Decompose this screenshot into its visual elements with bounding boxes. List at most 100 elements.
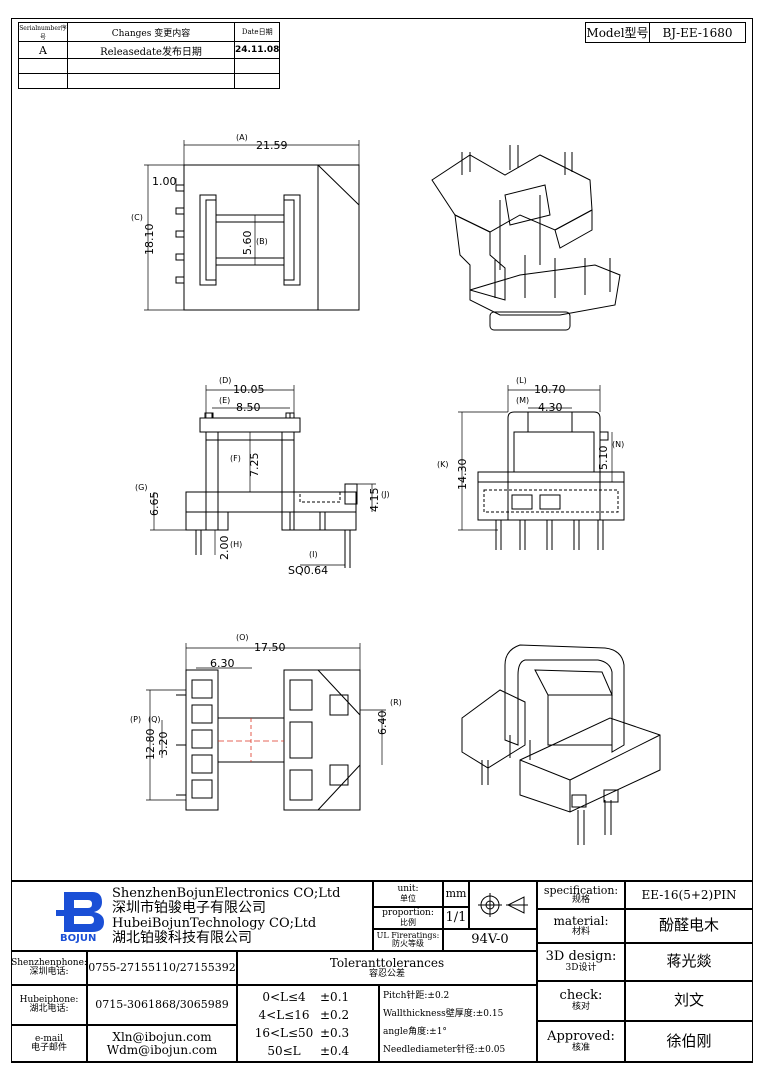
- dim-f-label: (F): [230, 454, 241, 463]
- tolerance-title-cell: Toleranttolerances 容忍公差: [237, 951, 537, 985]
- dim-p-value: 12.80: [144, 729, 157, 761]
- dim-e-value: 8.50: [236, 401, 261, 414]
- dim-o2-value: 6.30: [210, 657, 235, 670]
- dim-p-label: (P): [130, 715, 141, 724]
- hb-phone-label: Hubeiphone:: [19, 994, 79, 1005]
- dim-k-label: (K): [437, 460, 449, 469]
- material-label-cn: 材料: [571, 926, 590, 937]
- unit-label-cn: 单位: [400, 893, 416, 903]
- design-label: 3D design:: [545, 949, 617, 965]
- isometric-view-1: [431, 145, 621, 331]
- dim-d-value: 10.05: [233, 383, 265, 396]
- dim-n-label: (N): [612, 440, 624, 449]
- dim-i-value: SQ0.64: [288, 564, 328, 577]
- tolerance-title-cn: 容忍公差: [368, 968, 405, 979]
- dim-e-label: (E): [219, 396, 230, 405]
- projection-symbol-icon: [478, 893, 528, 917]
- approved-label: Approved:: [547, 1029, 615, 1045]
- sz-phone-label-cn: 深圳电话:: [29, 967, 69, 977]
- tol-range: 16<L≤50: [254, 1025, 314, 1040]
- email-label-cell: e-mail 电子邮件: [11, 1025, 87, 1063]
- drawing-views: (A) 21.59 (C) 18.10 5.60 (B) 1.00: [130, 133, 661, 845]
- dim-r-label: (R): [390, 698, 402, 707]
- dim-b-value: 5.60: [241, 231, 254, 256]
- logo-text: BOJUN: [60, 933, 97, 944]
- rev-cell: [233, 73, 281, 89]
- hb-phone-label-cn: 湖北电话:: [29, 1004, 69, 1014]
- bottom-view-dims: [146, 643, 386, 801]
- unit-label: unit:: [397, 884, 419, 895]
- dim-n-value: 5.10: [597, 446, 610, 471]
- dim-l-value: 10.70: [534, 383, 566, 396]
- dim-d-label: (D): [219, 376, 231, 385]
- ul-label-cn: 防火等级: [392, 939, 424, 948]
- bottom-view: [176, 669, 361, 811]
- sz-phone-label-cell: Shenzhenphone: 深圳电话:: [11, 951, 87, 985]
- dim-a-value: 21.59: [256, 139, 288, 152]
- dim-m-value: 4.30: [538, 401, 563, 414]
- spec-label-cn: 规格: [571, 895, 590, 906]
- isometric-view-2: [461, 644, 661, 845]
- tol-value: ±0.1: [320, 989, 350, 1004]
- angle-tolerance: angle角度:±1°: [383, 1027, 447, 1038]
- bojun-logo-icon: [56, 892, 104, 932]
- proportion-value: 1/1: [443, 907, 469, 929]
- proportion-label-cell: proportion: 比例: [373, 907, 443, 929]
- revision-table: Serialnumber序号 Changes 变更内容 Date日期 A Rel…: [18, 22, 281, 89]
- dim-o-value: 17.50: [254, 641, 286, 654]
- tol-value: ±0.4: [320, 1043, 350, 1058]
- check-label-cell: check: 核对: [537, 981, 625, 1021]
- check-value: 刘文: [625, 981, 753, 1021]
- dim-g-value: 6.65: [148, 492, 161, 517]
- top-view: [175, 164, 360, 311]
- hb-phone-label-cell: Hubeiphone: 湖北电话:: [11, 985, 87, 1025]
- ul-label-cell: UL Fireratings: 防火等级: [373, 929, 443, 951]
- material-value: 酚醛电木: [625, 909, 753, 943]
- spec-label-cell: specification: 规格: [537, 881, 625, 909]
- projection-symbol-cell: [469, 881, 537, 929]
- email-label: e-mail: [34, 1033, 64, 1044]
- model-value: BJ-EE-1680: [662, 25, 733, 40]
- sz-phone-label: Shenzhenphone:: [11, 957, 87, 968]
- design-value: 蒋光燚: [625, 943, 753, 981]
- other-tolerances: Pitch针距:±0.2 Wallthickness壁厚度:±0.15 angl…: [379, 985, 537, 1063]
- side-view: [477, 411, 625, 550]
- dim-c-label: (C): [131, 213, 143, 222]
- company-cell: BOJUN ShenzhenBojunElectronics CO;Ltd 深圳…: [11, 881, 373, 951]
- proportion-label-cn: 比例: [400, 917, 416, 927]
- front-view: [185, 412, 358, 568]
- dim-q-value: 3.20: [157, 732, 170, 757]
- dim-b-label: (B): [256, 237, 268, 246]
- tol-range: 50≤L: [267, 1043, 301, 1058]
- tol-value: ±0.2: [320, 1007, 350, 1022]
- tol-range: 0<L≤4: [262, 989, 306, 1004]
- company-cn-2: 湖北铂骏科技有限公司: [112, 930, 252, 946]
- title-block: BOJUN ShenzhenBojunElectronics CO;Ltd 深圳…: [11, 880, 753, 1063]
- sheet-border: [11, 18, 753, 1062]
- model-box: Model型号 BJ-EE-1680: [585, 22, 746, 43]
- dim-q-label: (Q): [148, 715, 161, 724]
- dim-f-value: 7.25: [248, 453, 261, 478]
- tol-range: 4<L≤16: [258, 1007, 310, 1022]
- dim-m-label: (M): [516, 396, 529, 405]
- material-label: material:: [553, 913, 609, 928]
- pitch-tolerance: Pitch针距:±0.2: [383, 991, 450, 1002]
- unit-value: mm: [443, 881, 469, 907]
- spec-value: EE-16(5+2)PIN: [625, 881, 753, 909]
- dim-o-label: (O): [236, 633, 249, 642]
- dim-j-label: (J): [381, 490, 390, 499]
- tol-value: ±0.3: [320, 1025, 350, 1040]
- email-2: Wdm@ibojun.com: [106, 1043, 218, 1057]
- design-label-cn: 3D设计: [565, 963, 597, 974]
- dim-i-label: (I): [309, 550, 318, 559]
- dim-pitch-value: 1.00: [152, 175, 177, 188]
- unit-label-cell: unit: 单位: [373, 881, 443, 907]
- front-view-dims: [150, 385, 376, 566]
- ul-label: UL Fireratings:: [376, 930, 440, 940]
- hb-phone: 0715-3061868/3065989: [87, 985, 237, 1025]
- check-label-cn: 核对: [571, 1002, 590, 1013]
- dim-c-value: 18.10: [143, 224, 156, 256]
- dim-a-label: (A): [236, 133, 248, 142]
- tolerance-table: 0<L≤4 ±0.1 4<L≤16 ±0.2 16<L≤50 ±0.3 50≤L ±0.…: [237, 985, 379, 1063]
- approved-value: 徐伯刚: [625, 1021, 753, 1063]
